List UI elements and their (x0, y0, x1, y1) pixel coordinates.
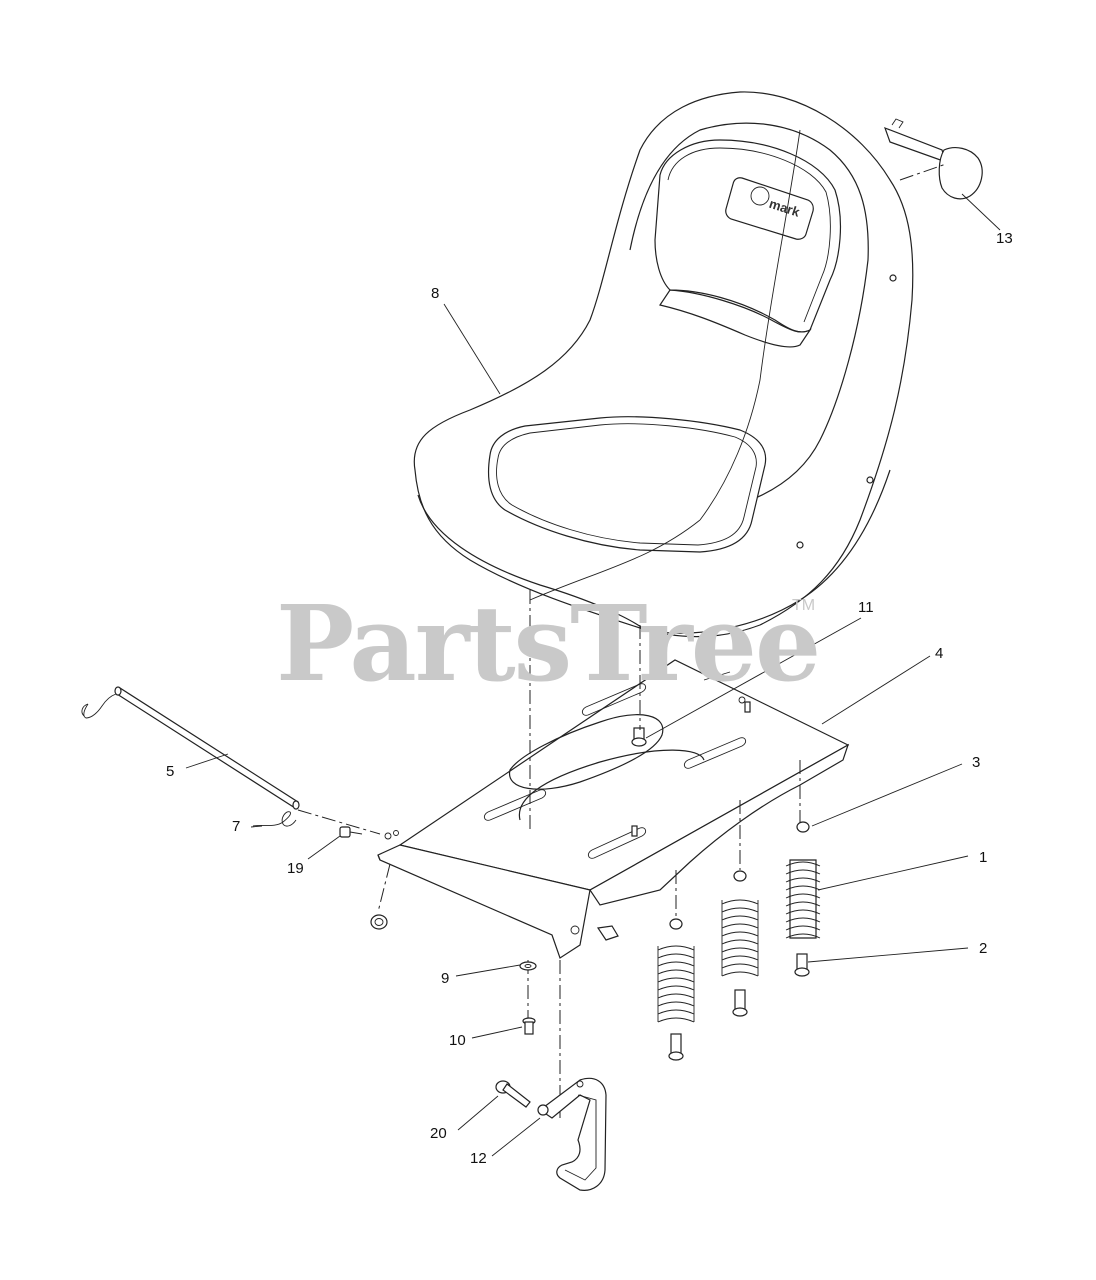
leader-lines (185, 193, 1001, 1157)
bolt-20 (495, 1080, 531, 1108)
part-13-switch (883, 118, 983, 200)
callout-7: 7 (232, 818, 240, 835)
seat-latch-bracket (537, 1077, 607, 1191)
callout-labels: 1 2 3 4 5 7 8 9 10 11 12 13 19 20 (166, 230, 1013, 1167)
callout-4: 4 (935, 645, 943, 662)
washer-9 (519, 961, 537, 971)
watermark: PartsTree TM (276, 582, 821, 705)
callout-20: 20 (430, 1125, 447, 1142)
pivot-rod (81, 686, 300, 810)
brand-logo: mark (725, 177, 814, 240)
callout-5: 5 (166, 763, 174, 780)
watermark-text: PartsTree (276, 582, 819, 705)
spring-left (657, 918, 695, 1061)
assembly-guide-lines (297, 590, 801, 1118)
callout-10: 10 (449, 1032, 466, 1049)
callout-3: 3 (972, 754, 980, 771)
watermark-tm: TM (792, 597, 815, 614)
callout-19: 19 (287, 860, 304, 877)
bolt-19 (339, 826, 363, 838)
flange-nut (370, 914, 388, 930)
hairpin-clip (252, 811, 297, 827)
callout-12: 12 (470, 1150, 487, 1167)
callout-9: 9 (441, 970, 449, 987)
bolt-10 (522, 1017, 536, 1035)
spring-middle (721, 870, 759, 1017)
callout-2: 2 (979, 940, 987, 957)
seat-assembly: mark (413, 91, 914, 638)
seat-plate (377, 659, 850, 959)
callout-8: 8 (431, 285, 439, 302)
callout-1: 1 (979, 849, 987, 866)
callout-13: 13 (996, 230, 1013, 247)
spring-right (785, 821, 821, 977)
callout-11: 11 (858, 599, 874, 616)
